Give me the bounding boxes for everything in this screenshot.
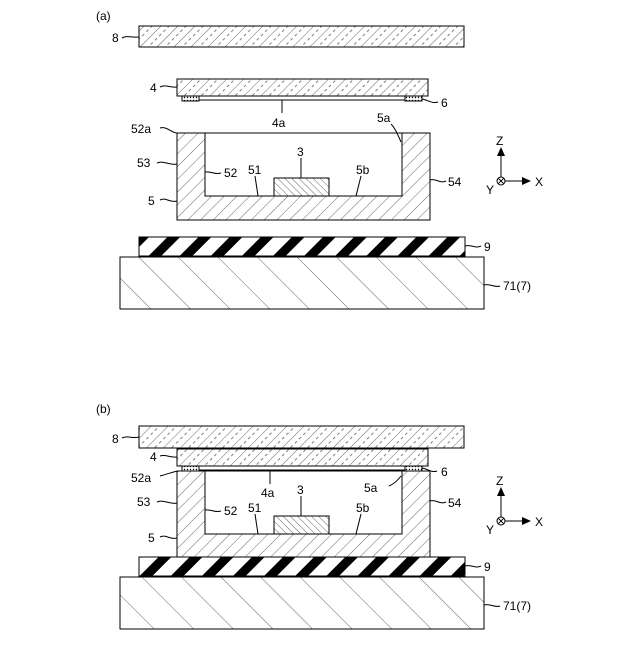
label-cover: 8 xyxy=(112,432,119,446)
leader-left-wall xyxy=(157,162,177,164)
leader-sheet xyxy=(465,566,481,567)
leader-cover xyxy=(122,437,139,438)
leader-rim xyxy=(160,128,178,133)
axis-y-label: Y xyxy=(486,183,494,197)
panel-a: (a) 8 4 6 4a 52a 5a 53 52 51 xyxy=(96,9,543,309)
leader-left-wall xyxy=(157,501,177,503)
label-wall-face: 5a xyxy=(364,481,378,495)
panel-a-tag: (a) xyxy=(96,9,111,23)
axis-x-label: X xyxy=(535,175,543,189)
leader-lid xyxy=(160,86,177,87)
seal-left xyxy=(182,466,199,471)
axis-x-label: X xyxy=(535,515,543,529)
label-stage: 71(7) xyxy=(503,599,531,613)
label-lid: 4 xyxy=(150,81,157,95)
cover-plate xyxy=(139,426,464,448)
axes-b: Z X Y xyxy=(486,474,543,537)
leader-sheet xyxy=(465,246,481,247)
label-right-wall: 54 xyxy=(448,496,462,510)
label-lid-face: 4a xyxy=(261,486,275,500)
label-floor-face: 51 xyxy=(248,163,262,177)
label-rim: 52a xyxy=(131,122,151,136)
leader-lid xyxy=(160,455,177,457)
axis-z-label: Z xyxy=(496,134,503,148)
label-floor-inner: 5b xyxy=(356,501,370,515)
leader-package xyxy=(160,199,177,201)
leader-floor-inner xyxy=(356,176,361,196)
label-rim: 52a xyxy=(131,471,151,485)
label-sheet: 9 xyxy=(484,240,491,254)
label-inner-face: 52 xyxy=(224,504,238,518)
lid-plate xyxy=(177,449,428,466)
label-package: 5 xyxy=(148,194,155,208)
stage-block xyxy=(120,257,484,309)
axes-a: Z X Y xyxy=(486,134,543,197)
label-floor-face: 51 xyxy=(248,501,262,515)
label-inner-face: 52 xyxy=(224,166,238,180)
label-wall-face: 5a xyxy=(377,111,391,125)
panel-b: (b) 8 4 6 4a 52a 5a 53 52 51 xyxy=(96,402,543,629)
leader-seal xyxy=(422,99,438,103)
seal-right xyxy=(405,466,422,471)
label-right-wall: 54 xyxy=(448,175,462,189)
label-left-wall: 53 xyxy=(137,156,151,170)
leader-package xyxy=(160,536,177,538)
leader-inner-face xyxy=(205,172,221,174)
sheet xyxy=(139,557,465,576)
sheet xyxy=(139,237,465,256)
seal-left xyxy=(182,96,199,101)
lid-plate xyxy=(177,79,428,96)
cover-plate xyxy=(139,26,464,47)
leader-floor-inner xyxy=(356,514,361,534)
stage-block xyxy=(120,577,484,629)
label-seal: 6 xyxy=(441,96,448,110)
label-stage: 71(7) xyxy=(503,279,531,293)
label-floor-inner: 5b xyxy=(356,163,370,177)
label-chip: 3 xyxy=(297,483,304,497)
leader-cover xyxy=(122,37,139,38)
leader-rim xyxy=(160,471,178,476)
leader-stage xyxy=(484,605,500,607)
chip xyxy=(274,178,329,196)
label-left-wall: 53 xyxy=(137,495,151,509)
leader-right-wall xyxy=(430,501,446,503)
chip xyxy=(274,516,329,534)
label-sheet: 9 xyxy=(484,560,491,574)
leader-floor-face xyxy=(255,514,258,534)
label-lid-face: 4a xyxy=(272,116,286,130)
label-lid: 4 xyxy=(150,450,157,464)
label-seal: 6 xyxy=(441,465,448,479)
label-cover: 8 xyxy=(112,31,119,45)
panel-b-tag: (b) xyxy=(96,402,111,416)
label-package: 5 xyxy=(148,531,155,545)
seal-right xyxy=(405,96,422,101)
leader-stage xyxy=(484,285,500,287)
leader-right-wall xyxy=(430,180,446,182)
axis-y-label: Y xyxy=(486,523,494,537)
leader-floor-face xyxy=(255,176,258,196)
leader-inner-face xyxy=(205,510,221,512)
label-chip: 3 xyxy=(297,145,304,159)
leader-wall-face xyxy=(389,476,401,486)
axis-z-label: Z xyxy=(496,474,503,488)
